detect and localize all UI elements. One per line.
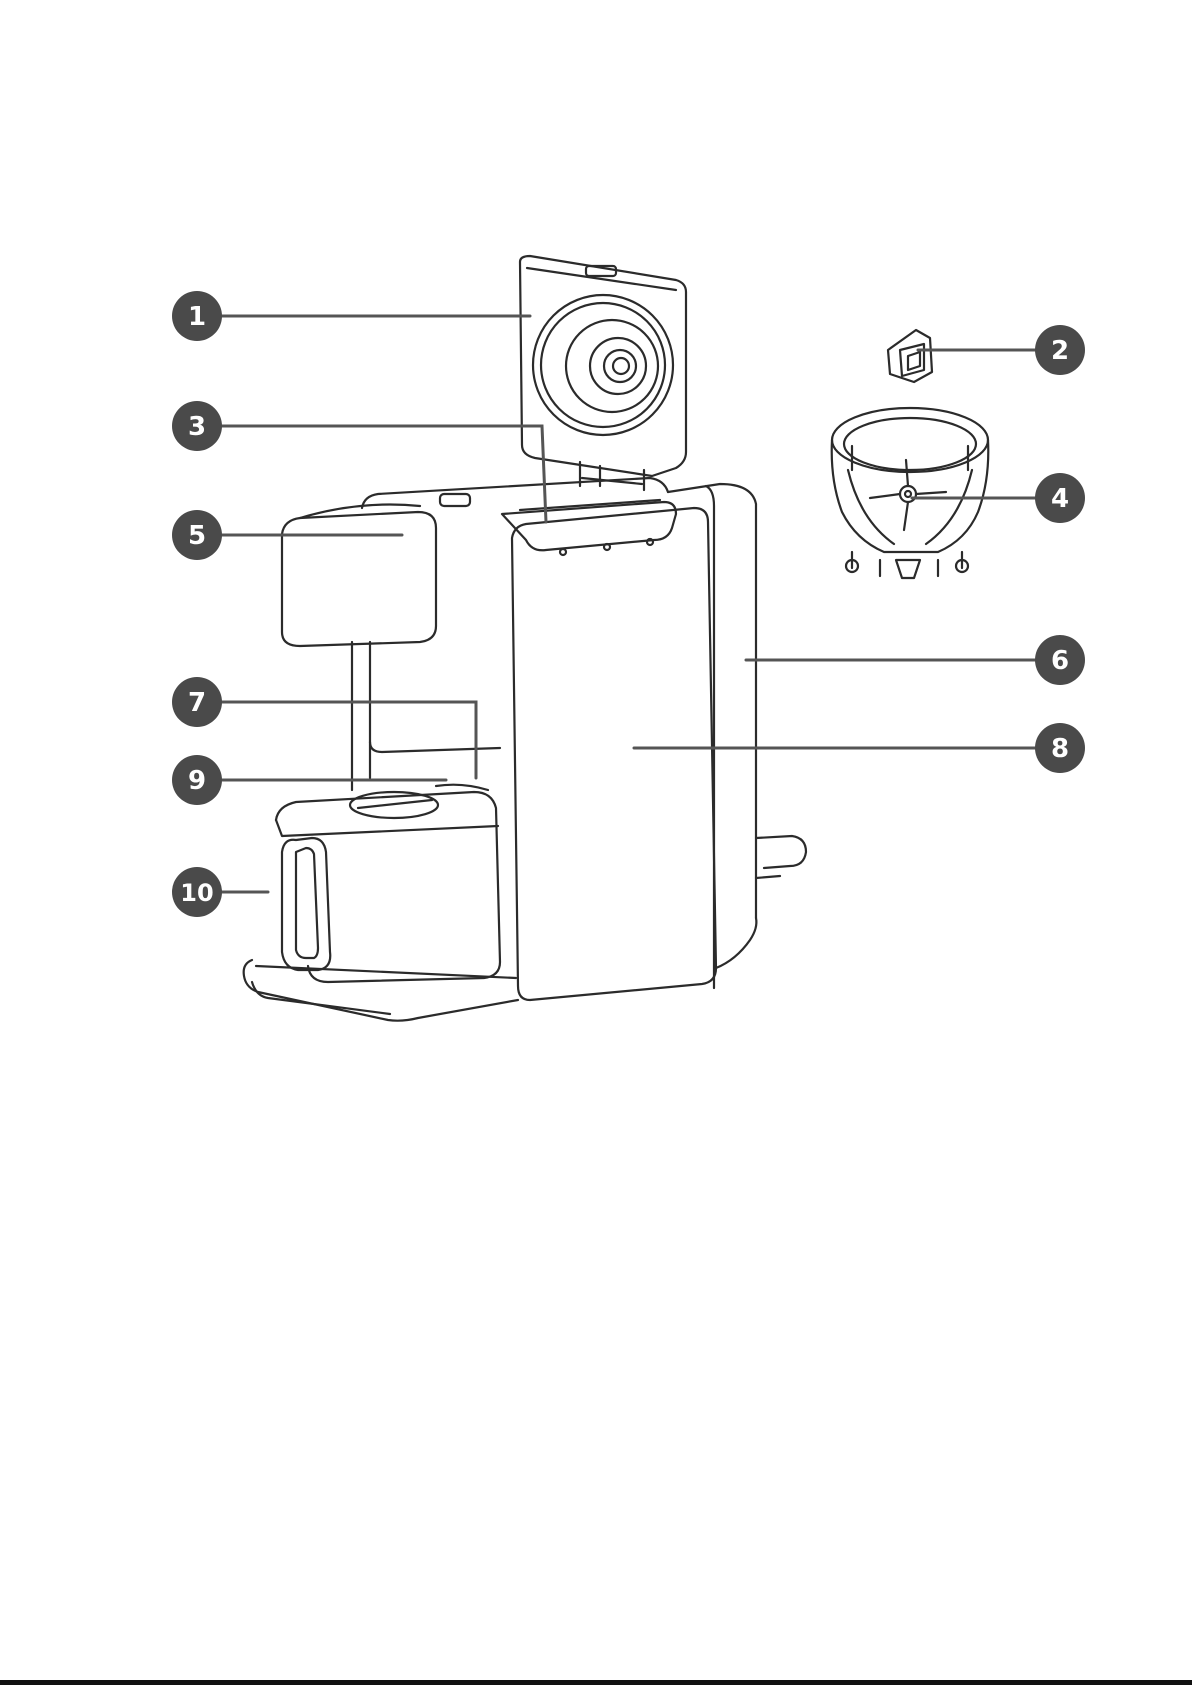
callout-8: 8	[1035, 723, 1085, 773]
leader-line-7	[222, 702, 476, 778]
appliance-line-art	[244, 256, 989, 1021]
callout-5: 5	[172, 510, 222, 560]
callout-3-label: 3	[188, 412, 206, 442]
leader-lines	[222, 316, 1040, 892]
callout-10-label: 10	[180, 879, 213, 907]
callout-8-label: 8	[1051, 734, 1069, 764]
callout-4-label: 4	[1051, 484, 1069, 514]
callout-3: 3	[172, 401, 222, 451]
jug	[276, 785, 500, 982]
main-body	[362, 478, 756, 1000]
bottom-border	[0, 1680, 1192, 1685]
callout-1-label: 1	[188, 302, 206, 332]
callout-7-label: 7	[188, 688, 206, 718]
rear-connector	[756, 836, 806, 878]
callout-9: 9	[172, 755, 222, 805]
leader-line-3	[222, 426, 546, 522]
callout-5-label: 5	[188, 521, 206, 551]
drip-tray	[244, 960, 518, 1021]
lid	[520, 256, 686, 490]
callout-9-label: 9	[188, 766, 206, 796]
filter-cap	[888, 330, 932, 382]
blender-cup	[832, 408, 989, 578]
callout-7: 7	[172, 677, 222, 727]
callouts: 1 2 3 4 5 6 7 8	[172, 291, 1085, 917]
callout-6: 6	[1035, 635, 1085, 685]
callout-2: 2	[1035, 325, 1085, 375]
callout-10: 10	[172, 867, 222, 917]
dispenser-head	[282, 505, 500, 791]
callout-6-label: 6	[1051, 646, 1069, 676]
callout-2-label: 2	[1051, 336, 1069, 366]
callout-4: 4	[1035, 473, 1085, 523]
callout-1: 1	[172, 291, 222, 341]
